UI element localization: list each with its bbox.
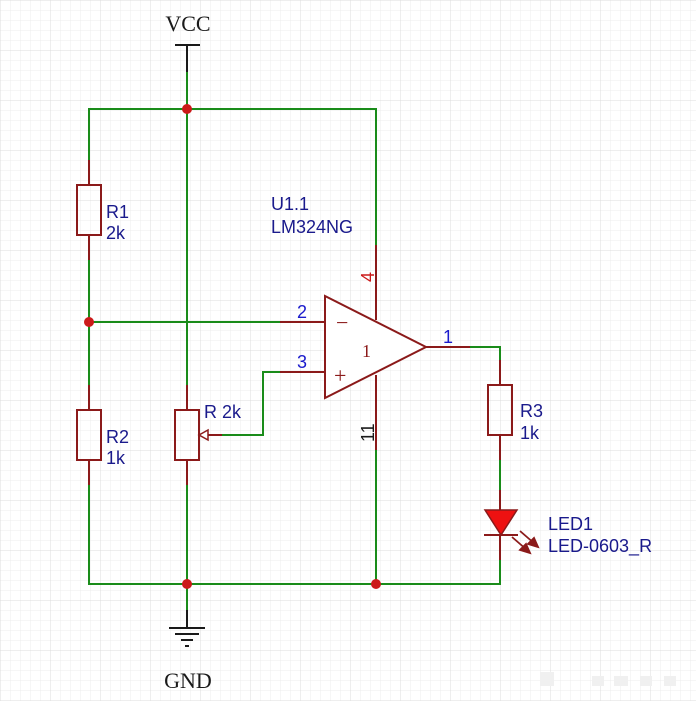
u1-ref: U1.1	[271, 194, 309, 214]
junction-divider	[84, 317, 94, 327]
pin-3-number: 3	[297, 352, 307, 372]
pin-1-number: 1	[443, 327, 453, 347]
potentiometer[interactable]: R 2k	[174, 385, 242, 485]
led1-value: LED-0603_R	[548, 536, 652, 557]
resistor-r2[interactable]: R2 1k	[76, 385, 129, 485]
junction-gnd-center	[182, 579, 192, 589]
wire-output[interactable]	[469, 346, 501, 361]
led1-ref: LED1	[548, 514, 593, 534]
led-triangle	[483, 509, 519, 537]
r3-value: 1k	[520, 423, 540, 443]
r2-ref: R2	[106, 427, 129, 447]
plus-sign: +	[334, 363, 346, 388]
pot-label: R 2k	[204, 402, 242, 422]
watermark	[540, 672, 676, 686]
junction-gnd-opamp	[371, 579, 381, 589]
junction-vcc	[182, 104, 192, 114]
resistor-r3[interactable]: R3 1k	[487, 360, 543, 460]
wire-wiper-to-noninv[interactable]	[221, 371, 281, 436]
opamp-u1[interactable]: − + 1 2 3 1 4 11 U1.1 LM324NG	[271, 194, 470, 450]
r1-value: 2k	[106, 223, 126, 243]
led-led1[interactable]: LED1 LED-0603_R	[483, 490, 652, 560]
vcc-symbol: VCC	[165, 11, 211, 72]
vcc-label: VCC	[165, 11, 210, 36]
led-emission-arrows	[511, 530, 540, 555]
gnd-symbol	[169, 610, 205, 647]
gnd-label: GND	[164, 668, 212, 693]
unit-number: 1	[362, 341, 371, 361]
r3-ref: R3	[520, 401, 543, 421]
opamp-body	[324, 294, 429, 400]
r1-ref: R1	[106, 202, 129, 222]
minus-sign: −	[336, 310, 348, 335]
pin-2-number: 2	[297, 302, 307, 322]
junctions	[84, 104, 381, 589]
resistor-r1[interactable]: R1 2k	[76, 160, 129, 260]
pot-wiper-arrow	[197, 428, 209, 442]
pin-4-number: 4	[358, 272, 378, 282]
u1-part: LM324NG	[271, 217, 353, 237]
wires	[88, 71, 501, 611]
pin-11-number: 11	[358, 423, 378, 442]
r2-value: 1k	[106, 448, 126, 468]
